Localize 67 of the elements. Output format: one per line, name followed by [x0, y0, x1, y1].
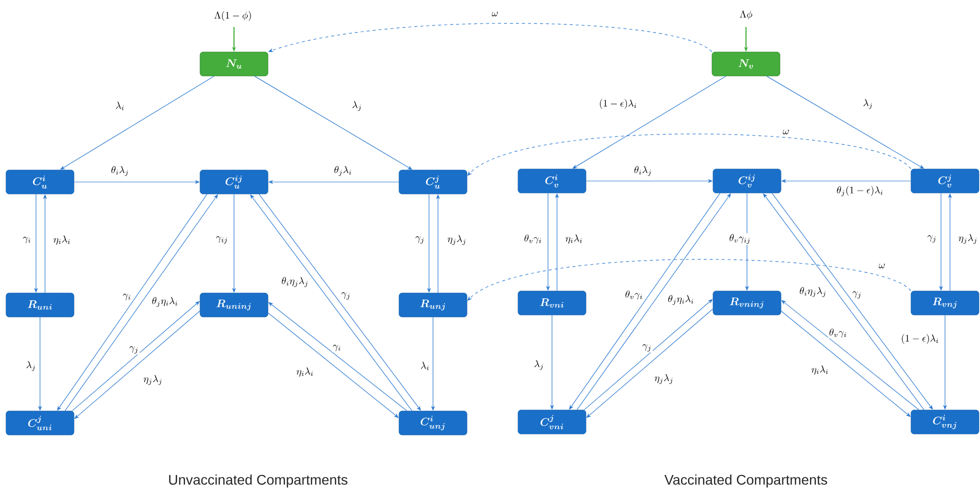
edge-label: $\theta_i\eta_j\lambda_j$ [280, 276, 310, 288]
compartment-box: $C_u^i$ [6, 170, 74, 194]
arrow [467, 259, 912, 301]
compartment-box: $C_v^j$ [910, 168, 980, 194]
compartment-box: $N_u$ [200, 52, 268, 76]
edge-label: $\theta_j\eta_i\lambda_i$ [150, 296, 180, 308]
edge-label: $\gamma_j$ [414, 235, 426, 245]
compartment-box: $C_u^{ij}$ [200, 170, 268, 194]
edge-label: $\gamma_j$ [128, 345, 140, 355]
edge-label: $\eta_j\lambda_j$ [142, 374, 164, 386]
compartment-box: $R_{vnj}$ [910, 290, 980, 316]
compartment-box: $C_v^i$ [518, 168, 586, 194]
compartment-box: $R_{unj}$ [398, 292, 468, 318]
edge-label: $\eta_i\lambda_i$ [564, 234, 584, 244]
compartment-box: $C_v^{ij}$ [712, 168, 782, 194]
edge-label: $(1-\epsilon)\lambda_i$ [598, 98, 638, 110]
arrow [60, 76, 214, 170]
panel-caption: Vaccinated Compartments [664, 474, 828, 488]
edge-label: $\eta_i\lambda_i$ [810, 364, 830, 376]
edge-label: $\lambda_j$ [862, 98, 874, 110]
edge-label: $\theta_j\eta_i\lambda_i$ [666, 294, 696, 306]
edge-label: $\eta_j\lambda_j$ [957, 233, 979, 245]
edge-label: $(1-\epsilon)\lambda_i$ [900, 333, 940, 345]
edge-label: $\gamma_{ij}$ [214, 235, 230, 245]
compartment-box: $R_{uni}$ [6, 292, 74, 318]
edge-label: $\theta_v\gamma_i$ [624, 290, 644, 300]
edge-label: $\Lambda(1-\phi)$ [213, 10, 253, 22]
edge-label: $\eta_j\lambda_j$ [653, 373, 675, 385]
edge-label: $\lambda_i$ [419, 360, 431, 372]
edge-label: $\lambda_i$ [114, 100, 126, 112]
compartment-box: $R_{uninj}$ [200, 292, 268, 318]
edge-label: $\lambda_j$ [533, 359, 545, 371]
edge-label: $\theta_v\gamma_{ij}$ [728, 233, 752, 245]
edge-label: $\gamma_j$ [340, 291, 352, 301]
edge-label: $\theta_v\gamma_i$ [828, 328, 848, 338]
compartment-box: $R_{vni}$ [518, 290, 586, 316]
compartment-box: $C_{unj}^i$ [398, 410, 468, 436]
edge-label: $\gamma_j$ [851, 290, 863, 300]
compartment-box: $C_u^j$ [398, 170, 468, 194]
edge-label: $\theta_i\lambda_j$ [633, 165, 653, 177]
edge-label: $\omega$ [782, 128, 790, 136]
panel-caption: Unvaccinated Compartments [169, 474, 348, 488]
edge-label: $\theta_i\lambda_j$ [110, 165, 130, 177]
arrow [467, 134, 912, 176]
edge-label: $\gamma_i$ [22, 236, 32, 244]
edge-label: $\lambda_j$ [351, 100, 363, 112]
edge-label: $\Lambda\phi$ [738, 10, 754, 20]
compartment-box: $R_{vninj}$ [712, 290, 782, 316]
compartment-box: $N_v$ [712, 52, 780, 76]
edge-label: $\theta_j(1-\epsilon)\lambda_i$ [836, 184, 884, 198]
compartment-box: $C_{vni}^j$ [518, 410, 586, 434]
compartment-box: $C_{vnj}^i$ [910, 410, 980, 434]
edge-label: $\eta_i\lambda_i$ [52, 234, 72, 246]
edge-label: $\theta_i\eta_j\lambda_j$ [798, 286, 828, 298]
edge-label: $\gamma_j$ [641, 343, 653, 353]
edge-label: $\eta_j\lambda_j$ [446, 234, 468, 246]
edge-label: $\omega$ [878, 262, 886, 270]
edge-label: $\theta_v\gamma_i$ [523, 234, 543, 244]
edge-label: $\theta_j\lambda_i$ [333, 165, 353, 177]
edge-label: $\lambda_j$ [25, 360, 38, 372]
edge-label: $\eta_i\lambda_i$ [295, 366, 315, 378]
edge-label: $\omega$ [490, 10, 500, 18]
arrow [254, 76, 412, 170]
edge-label: $\gamma_j$ [926, 234, 938, 244]
compartment-box: $C_{uni}^j$ [6, 410, 74, 436]
edge-label: $\gamma_i$ [332, 344, 342, 352]
edge-label: $\gamma_i$ [122, 292, 132, 302]
